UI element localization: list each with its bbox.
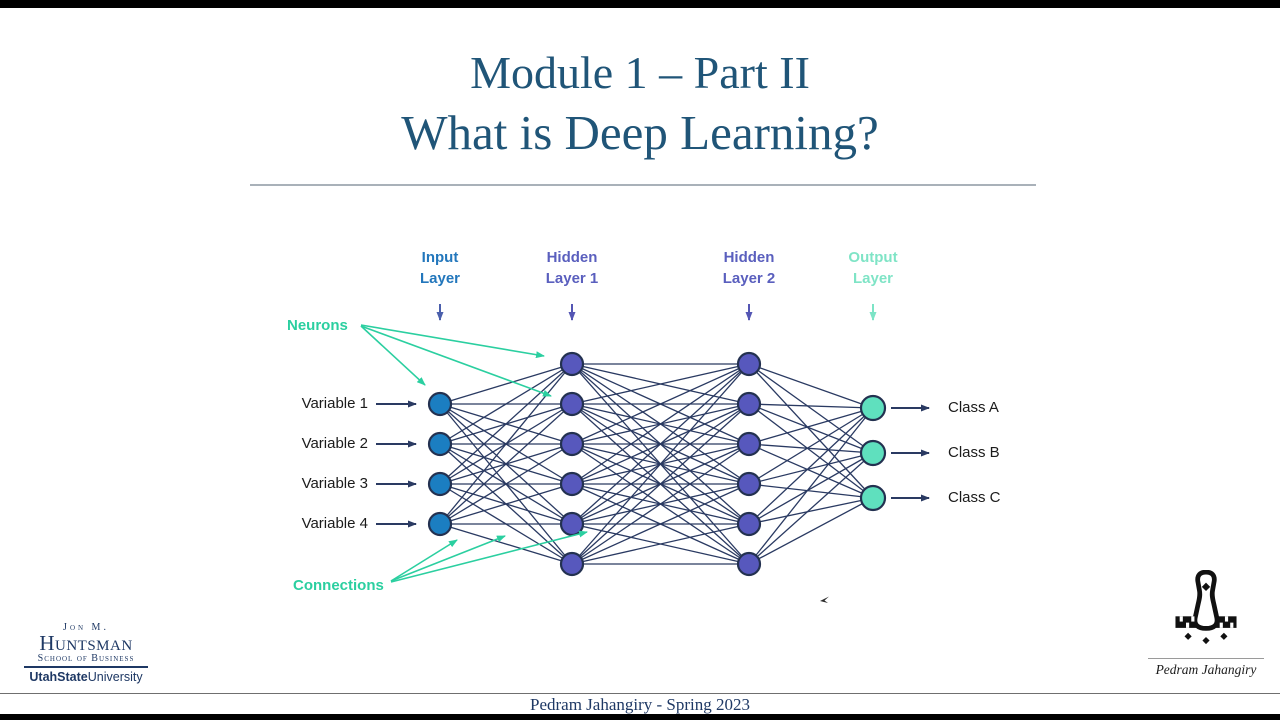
layer-label-output: Output Layer [848, 249, 898, 287]
connections-annotation-label: Connections [293, 577, 384, 594]
output-label-class-c: Class C [948, 489, 1001, 506]
title-divider-line [250, 184, 1036, 186]
title-line-2: What is Deep Learning? [401, 105, 879, 160]
footer-credit: Pedram Jahangiry - Spring 2023 [529, 695, 751, 714]
huntsman-school-logo: Jon M. Huntsman School of Business UtahS… [22, 622, 150, 684]
stray-cursor-mark [820, 596, 829, 603]
signature-name: Pedram Jahangiry [1155, 662, 1257, 677]
huntsman-logo-jon-m: Jon M. [63, 622, 109, 633]
slide-title: Module 1 – Part II What is Deep Learning… [0, 44, 1280, 164]
neurons-annotation-label: Neurons [287, 317, 348, 334]
calligraphy-glyph-icon [1175, 569, 1237, 645]
bottom-letterbox-bar [0, 714, 1280, 720]
output-label-class-a: Class A [948, 399, 999, 416]
footer-divider-line [0, 693, 1280, 694]
huntsman-logo-school-of-business: School of Business [37, 653, 135, 664]
input-label-variable-4: Variable 4 [301, 515, 368, 532]
huntsman-logo-huntsman: Huntsman [39, 631, 133, 655]
output-label-class-b: Class B [948, 444, 1000, 461]
huntsman-logo-usu: UtahStateUniversity [29, 670, 143, 684]
layer-label-hidden-2: Hidden Layer 2 [722, 249, 776, 287]
title-line-1: Module 1 – Part II [470, 47, 810, 98]
input-label-variable-3: Variable 3 [301, 475, 368, 492]
signature-rule [1148, 658, 1264, 659]
input-label-variable-2: Variable 2 [301, 435, 368, 452]
layer-label-hidden-1: Hidden Layer 1 [545, 249, 599, 287]
signature-logo: Pedram Jahangiry [1146, 569, 1266, 678]
layer-label-input: Input Layer [419, 249, 461, 287]
input-label-variable-1: Variable 1 [301, 395, 368, 412]
top-letterbox-bar [0, 0, 1280, 8]
huntsman-logo-rule [24, 666, 148, 668]
